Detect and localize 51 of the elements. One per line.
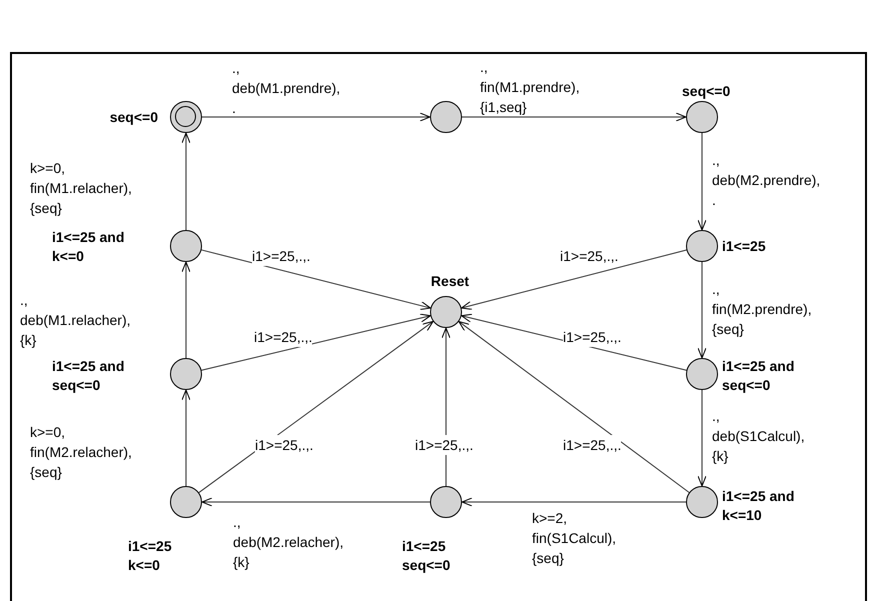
edge-label: ., fin(M1.prendre), {i1,seq} (480, 58, 580, 117)
transition-arrow (201, 314, 431, 371)
edge-label: ., deb(M1.prendre), . (232, 59, 340, 118)
transition-arrow (198, 320, 434, 494)
state-invariant: seq<=0 (682, 82, 732, 101)
state-circle (170, 230, 202, 262)
transition-arrow (182, 132, 190, 230)
state-circle (430, 486, 462, 518)
edge-label: i1>=25,.,. (415, 435, 474, 455)
edge-label: i1>=25,.,. (563, 435, 622, 455)
state-invariant: i1<=25 and k<=0 (52, 228, 126, 266)
edge-label: ., deb(M1.relacher), {k} (20, 291, 130, 350)
edge-label: ., deb(M2.prendre), . (712, 151, 820, 210)
state-circle (686, 486, 718, 518)
edge-label: k>=2, fin(S1Calcul), {seq} (532, 509, 616, 568)
state-invariant: Reset (430, 272, 470, 291)
transition-arrow (698, 390, 706, 486)
state-circle (686, 101, 718, 133)
transition-arrow (698, 262, 706, 358)
state-invariant: i1<=25 k<=0 (128, 537, 173, 575)
transition-arrow (182, 262, 190, 358)
state-invariant: i1<=25 (722, 237, 767, 256)
edge-label: ., fin(M2.prendre), {seq} (712, 280, 812, 339)
edge-label: k>=0, fin(M1.relacher), {seq} (30, 159, 132, 218)
state-circle (686, 358, 718, 390)
transition-arrow (461, 314, 687, 371)
transition-arrow (462, 112, 686, 122)
transition-arrow (458, 321, 690, 493)
initial-state-circle (170, 101, 202, 133)
state-invariant: i1<=25 and k<=10 (722, 487, 796, 525)
transition-arrow (201, 249, 431, 310)
transition-arrow (442, 328, 450, 486)
edge-label: ., deb(S1Calcul), {k} (712, 407, 805, 466)
state-invariant: i1<=25 and seq<=0 (722, 357, 796, 395)
edge-label: i1>=25,.,. (255, 435, 314, 455)
state-circle (170, 486, 202, 518)
edge-label: ., deb(M2.relacher), {k} (233, 513, 344, 572)
transition-arrow (698, 132, 706, 230)
state-invariant: seq<=0 (108, 108, 158, 127)
state-circle (430, 101, 462, 133)
transition-arrow (462, 498, 686, 506)
transition-arrow (202, 498, 430, 506)
state-circle (686, 230, 718, 262)
transition-arrow (182, 390, 190, 486)
state-circle (430, 296, 462, 328)
state-invariant: i1<=25 and seq<=0 (52, 357, 126, 395)
transition-arrow (202, 112, 430, 122)
edge-label: k>=0, fin(M2.relacher), {seq} (30, 423, 132, 482)
state-circle (170, 358, 202, 390)
state-invariant: i1<=25 seq<=0 (402, 537, 452, 575)
transition-arrow (461, 250, 687, 310)
